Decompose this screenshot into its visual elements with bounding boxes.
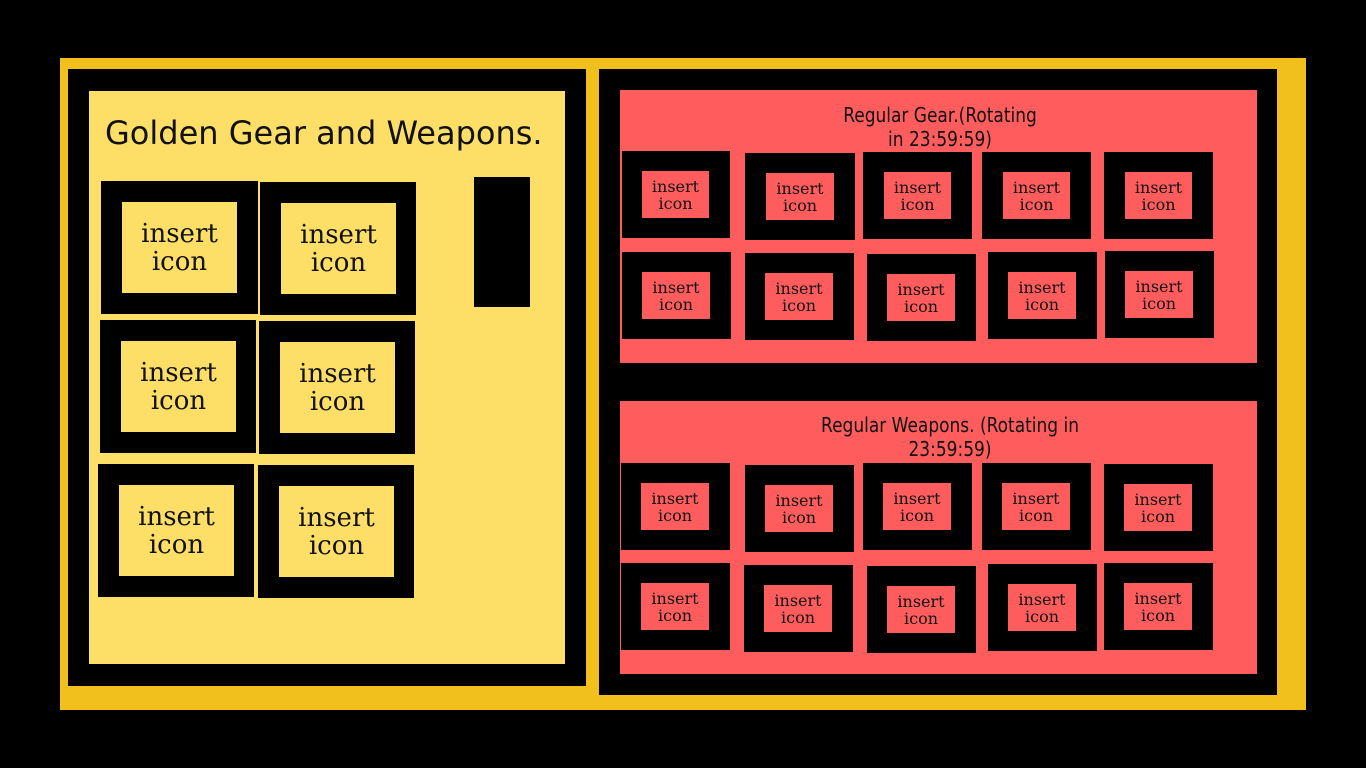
regular-gear-slot[interactable]: insert icon <box>867 254 976 341</box>
regular-weapon-slot[interactable]: insert icon <box>745 465 854 552</box>
golden-item-slot[interactable]: insert icon <box>259 321 415 454</box>
regular-weapon-icon-placeholder: insert icon <box>883 483 951 530</box>
golden-item-icon-placeholder: insert icon <box>121 341 236 432</box>
regular-weapon-slot[interactable]: insert icon <box>744 565 853 652</box>
regular-gear-slot[interactable]: insert icon <box>982 152 1091 239</box>
regular-gear-icon-placeholder: insert icon <box>887 274 955 321</box>
regular-gear-title-line1: Regular Gear.(Rotating <box>843 103 1037 127</box>
golden-item-icon-placeholder: insert icon <box>281 203 396 294</box>
regular-gear-icon-placeholder: insert icon <box>1003 172 1070 219</box>
regular-gear-slot[interactable]: insert icon <box>863 152 972 239</box>
golden-item-icon-placeholder: insert icon <box>280 342 395 433</box>
golden-item-slot[interactable]: insert icon <box>100 320 256 453</box>
regular-gear-icon-placeholder: insert icon <box>642 171 709 218</box>
regular-gear-icon-placeholder: insert icon <box>1125 271 1193 318</box>
regular-weapon-icon-placeholder: insert icon <box>1124 484 1192 531</box>
regular-gear-icon-placeholder: insert icon <box>1008 272 1076 319</box>
regular-weapon-slot[interactable]: insert icon <box>1104 464 1213 551</box>
regular-gear-slot[interactable]: insert icon <box>988 252 1097 339</box>
golden-item-icon-placeholder: insert icon <box>119 485 234 576</box>
regular-weapon-slot[interactable]: insert icon <box>621 563 730 650</box>
regular-gear-title-line2: in 23:59:59) <box>888 127 992 151</box>
regular-gear-icon-placeholder: insert icon <box>642 272 710 319</box>
regular-weapon-slot[interactable]: insert icon <box>867 566 976 653</box>
golden-item-icon-placeholder: insert icon <box>279 486 394 577</box>
regular-weapons-title: Regular Weapons. (Rotating in 23:59:59) <box>797 413 1103 461</box>
regular-weapons-title-line1: Regular Weapons. (Rotating in <box>821 413 1079 437</box>
regular-weapon-slot[interactable]: insert icon <box>621 463 730 550</box>
regular-weapon-icon-placeholder: insert icon <box>1124 583 1192 630</box>
regular-gear-icon-placeholder: insert icon <box>884 172 951 219</box>
golden-item-slot[interactable]: insert icon <box>260 182 416 315</box>
regular-gear-slot[interactable]: insert icon <box>1105 251 1214 338</box>
regular-gear-slot[interactable]: insert icon <box>1104 152 1213 239</box>
golden-section-title: Golden Gear and Weapons. <box>105 114 543 152</box>
golden-item-icon-placeholder: insert icon <box>122 202 237 293</box>
regular-weapon-slot[interactable]: insert icon <box>982 463 1091 550</box>
regular-weapon-slot[interactable]: insert icon <box>863 463 972 550</box>
regular-gear-slot[interactable]: insert icon <box>745 153 855 240</box>
regular-weapon-icon-placeholder: insert icon <box>1002 483 1070 530</box>
regular-weapon-slot[interactable]: insert icon <box>988 564 1097 651</box>
regular-gear-icon-placeholder: insert icon <box>766 173 834 220</box>
regular-gear-title: Regular Gear.(Rotating in 23:59:59) <box>796 103 1085 151</box>
regular-gear-slot[interactable]: insert icon <box>745 253 854 340</box>
golden-item-slot[interactable]: insert icon <box>101 181 258 314</box>
regular-weapon-icon-placeholder: insert icon <box>887 586 955 633</box>
regular-gear-icon-placeholder: insert icon <box>1125 172 1192 219</box>
regular-weapon-icon-placeholder: insert icon <box>641 483 709 530</box>
golden-item-slot[interactable]: insert icon <box>98 464 254 597</box>
golden-item-slot[interactable]: insert icon <box>258 465 414 598</box>
regular-gear-slot[interactable]: insert icon <box>622 252 731 339</box>
golden-scrollbar[interactable] <box>474 177 530 307</box>
regular-weapons-title-line2: 23:59:59) <box>908 437 992 461</box>
regular-gear-icon-placeholder: insert icon <box>765 273 833 320</box>
regular-weapon-icon-placeholder: insert icon <box>765 485 833 532</box>
regular-gear-slot[interactable]: insert icon <box>622 151 730 238</box>
regular-weapon-icon-placeholder: insert icon <box>764 585 832 632</box>
regular-weapon-slot[interactable]: insert icon <box>1104 563 1213 650</box>
regular-weapon-icon-placeholder: insert icon <box>1008 584 1076 631</box>
regular-weapon-icon-placeholder: insert icon <box>641 583 709 630</box>
